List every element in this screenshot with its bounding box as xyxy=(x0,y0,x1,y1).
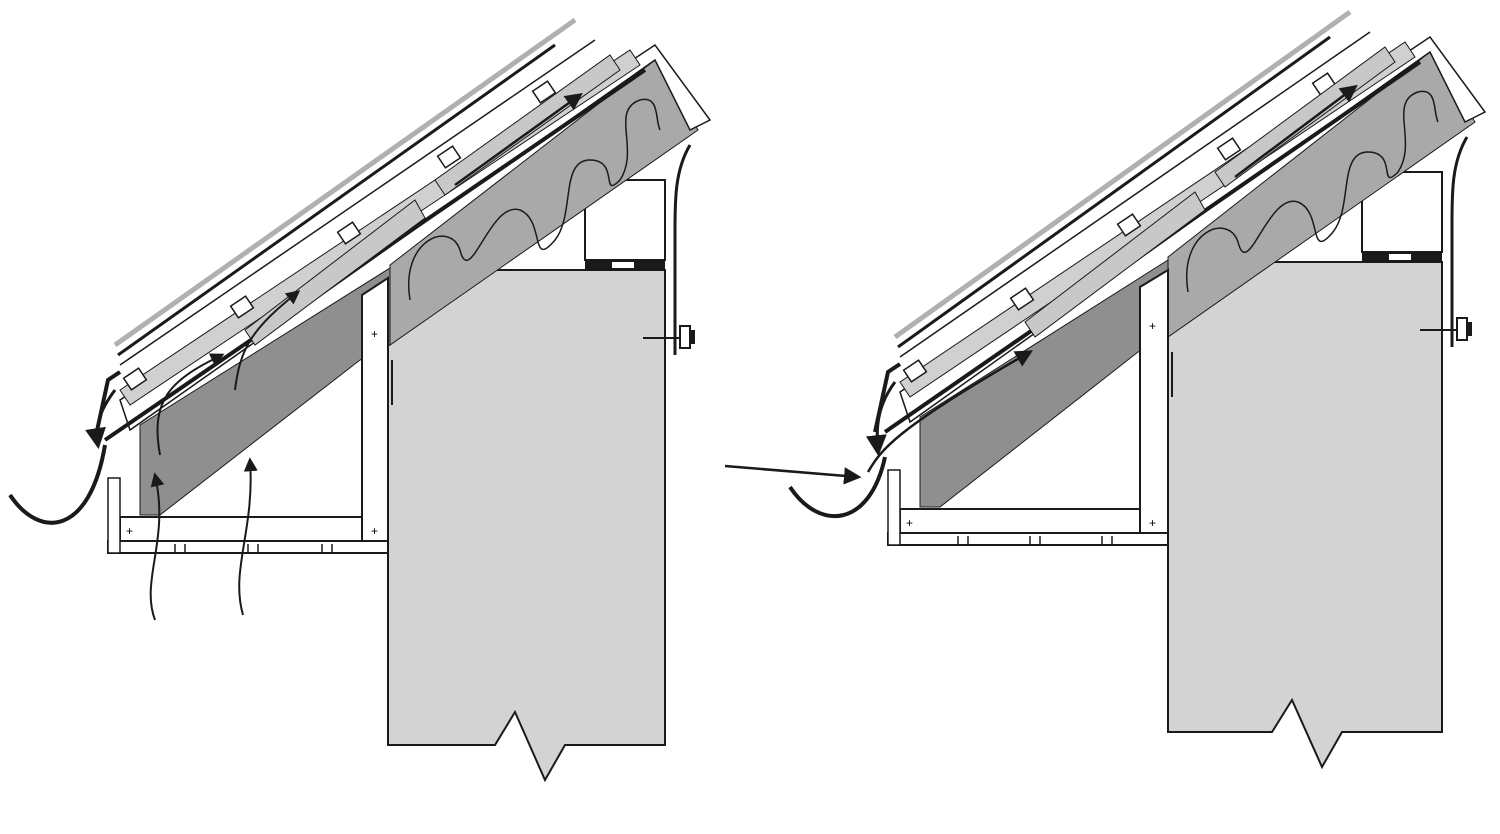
gutter xyxy=(788,456,887,519)
airflow-arrow-icon xyxy=(156,353,225,456)
airflow-arrow-icon xyxy=(724,464,862,485)
tile-line-3 xyxy=(899,31,1371,358)
tile-slab xyxy=(1214,46,1396,188)
insulation-wave xyxy=(1185,90,1439,293)
screw-mark-icon: + xyxy=(906,516,913,530)
airflow-arrow-icon xyxy=(1234,84,1358,178)
tile-slab xyxy=(1024,191,1206,338)
tile-line-2 xyxy=(897,35,1331,349)
wall-section xyxy=(1167,261,1443,770)
battens xyxy=(122,80,557,391)
tile-line-2 xyxy=(117,43,556,357)
top-tile-line xyxy=(113,17,577,348)
wall-section xyxy=(387,269,666,783)
screw-mark-icon: + xyxy=(126,524,133,538)
diagram-fascia-vent: + + + xyxy=(724,9,1487,770)
screw-mark-icon: + xyxy=(371,524,378,538)
plate-gap xyxy=(1389,254,1411,260)
airflow-arrow-icon xyxy=(866,350,1034,473)
plate-gap xyxy=(612,262,634,268)
soffit-base xyxy=(887,532,1169,546)
airflow-arrows xyxy=(85,92,583,621)
soffit-vents xyxy=(174,544,333,553)
soffit-vents xyxy=(957,536,1113,545)
battens xyxy=(902,72,1337,383)
soffit-board xyxy=(119,516,363,542)
screw-mark-icon: + xyxy=(371,327,378,341)
tile-line-3 xyxy=(119,39,596,366)
screw-mark-icon: + xyxy=(1149,319,1156,333)
fascia-board xyxy=(887,469,901,546)
airflow-arrow-icon xyxy=(238,457,258,616)
support-post xyxy=(1139,268,1169,534)
soffit-board xyxy=(899,508,1141,534)
airflow-arrow-icon xyxy=(454,92,583,187)
airflow-arrow-icon xyxy=(85,389,117,450)
support-post xyxy=(361,276,389,542)
top-tile-line xyxy=(893,9,1352,340)
airflow-arrow-icon xyxy=(865,381,897,457)
airflow-arrows xyxy=(724,84,1358,485)
tile-slab xyxy=(434,54,621,196)
flashing xyxy=(1450,136,1469,347)
fascia-board xyxy=(107,477,121,554)
flashing xyxy=(673,144,692,355)
diagram-soffit-vent: + + + xyxy=(8,17,712,783)
bolt-icon xyxy=(643,325,695,349)
airflow-arrow-icon xyxy=(149,472,165,621)
bolt-icon xyxy=(1420,317,1472,341)
screw-mark-icon: + xyxy=(1149,516,1156,530)
airflow-arrow-icon xyxy=(234,290,301,391)
insulation-wave xyxy=(407,98,661,301)
gutter xyxy=(8,444,107,525)
